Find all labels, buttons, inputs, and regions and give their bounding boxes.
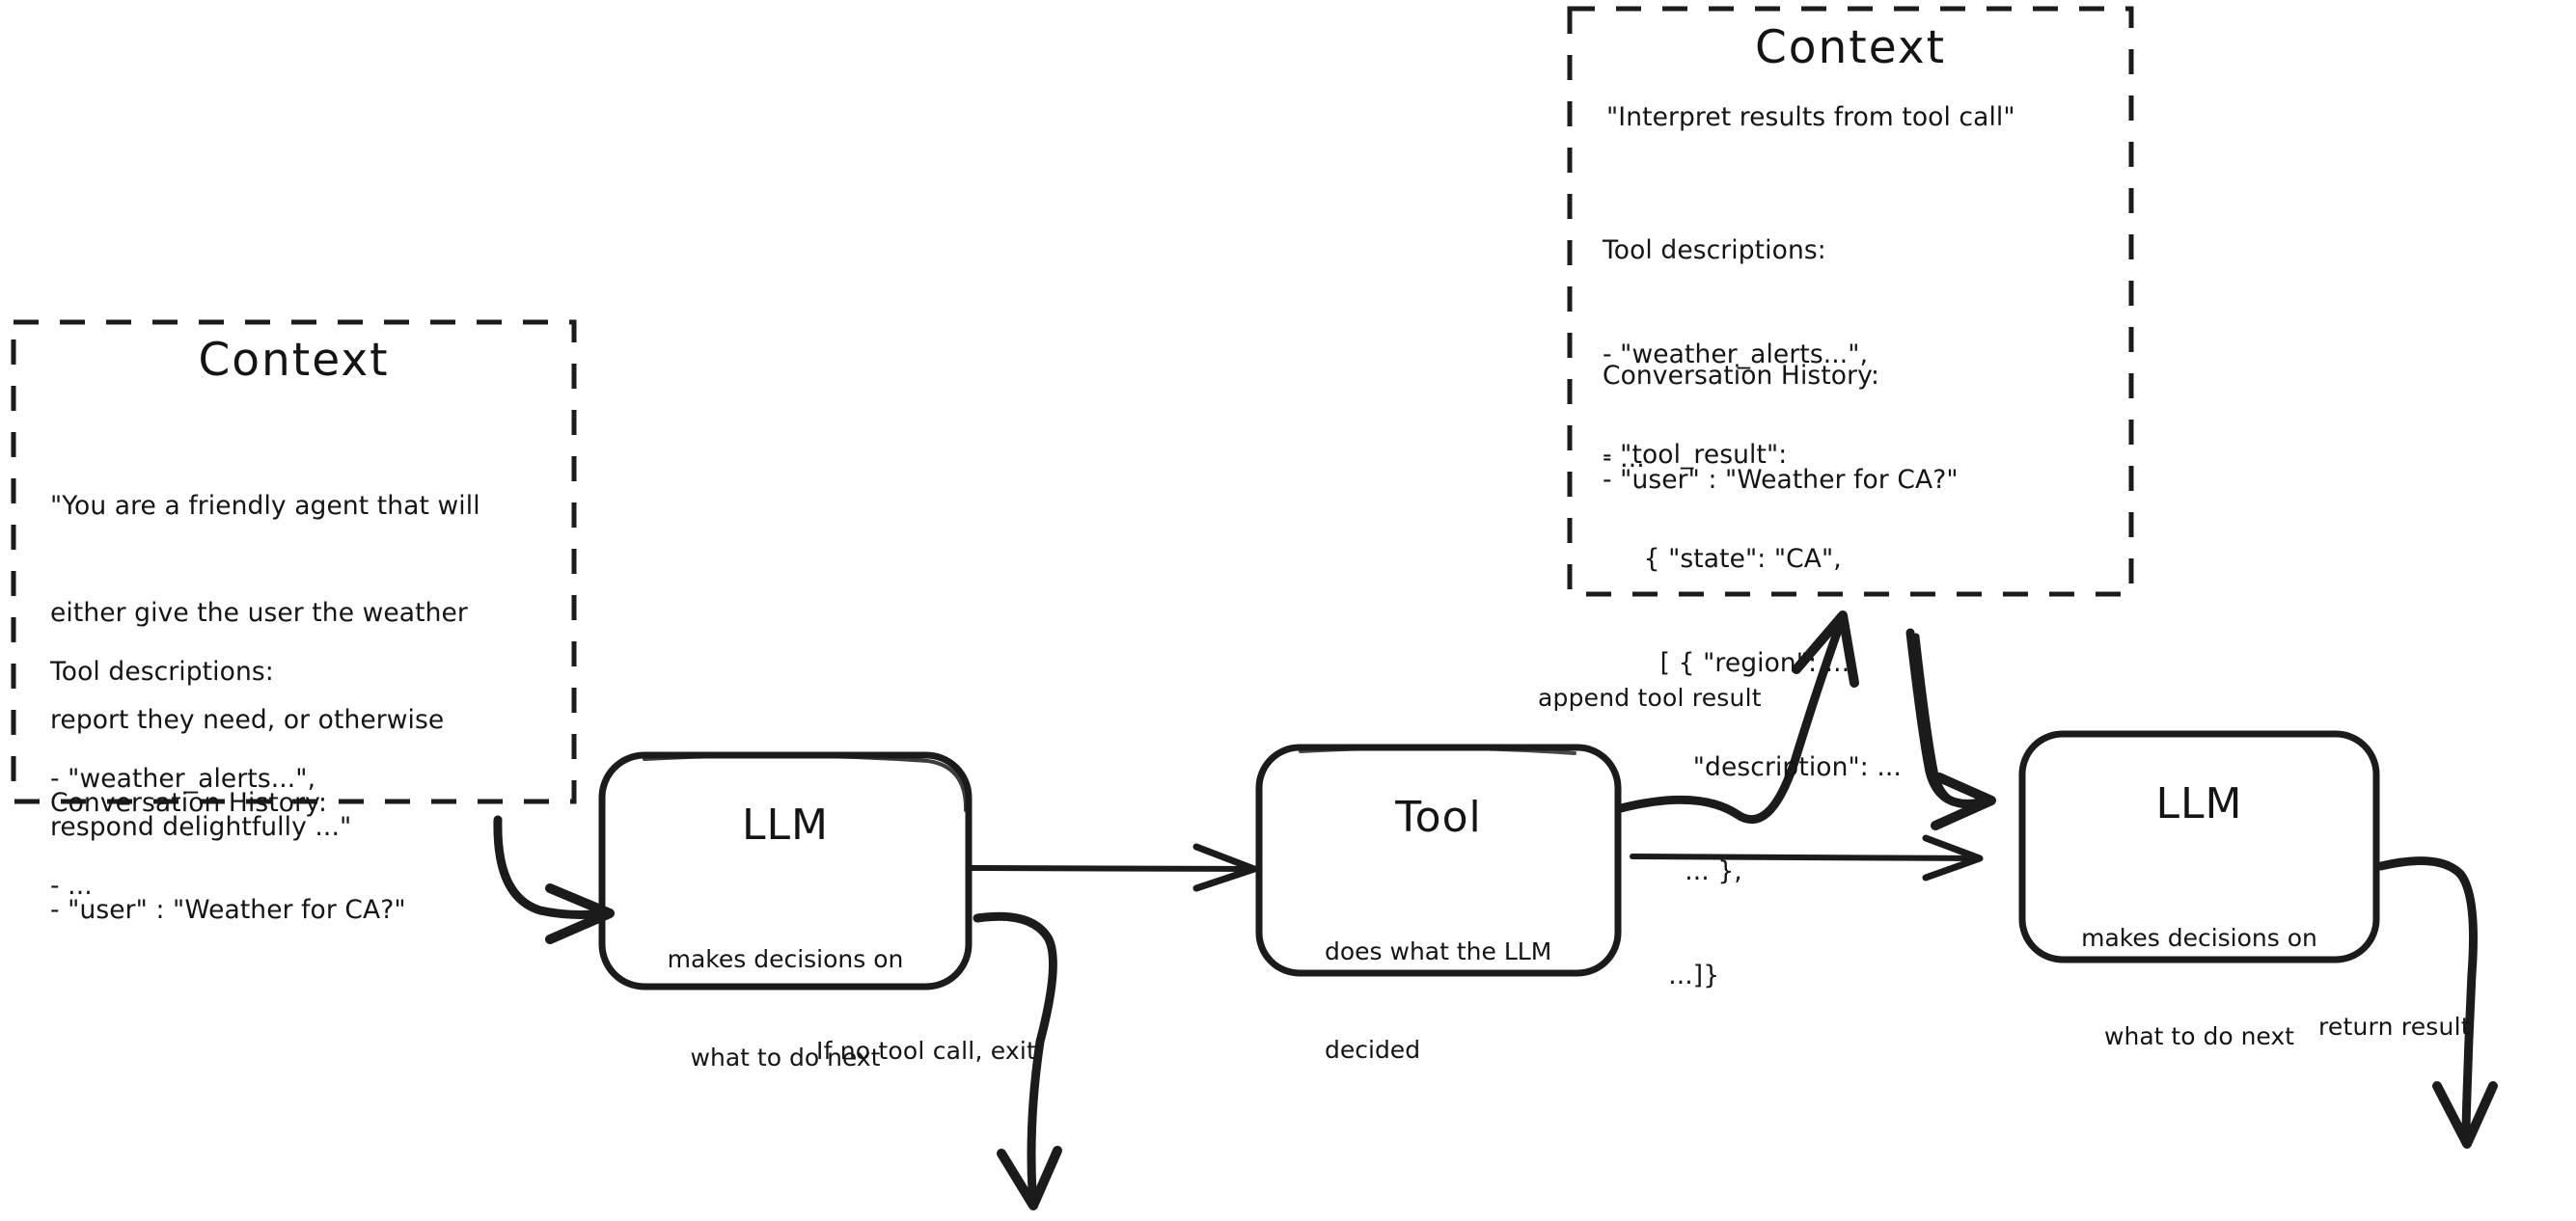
llm-second-outline: [2018, 730, 2380, 963]
edge-llm2-return-line: [2376, 856, 2478, 1133]
llm-second-subtitle-line-1: makes decisions on: [2081, 924, 2317, 952]
context-right-tool-result: - "tool_result": { "state": "CA", [ { "r…: [1603, 368, 2124, 1063]
context-right-tool-result-line-5: ...]}: [1603, 961, 1720, 990]
context-right-tool-result-line-3: "description": ...: [1603, 752, 1902, 782]
edge-context-to-llm-line: [493, 815, 611, 919]
context-right-instruction: "Interpret results from tool call": [1606, 102, 2015, 132]
context-right-conversation-history: Conversation History: - "user" : "Weathe…: [1603, 289, 2124, 567]
edge-label-if-no-tool-call-exit: If no tool call, exit: [816, 1037, 1037, 1065]
llm-first-subtitle-line-1: makes decisions on: [667, 945, 904, 973]
llm-first-outline-sketch: [643, 753, 969, 812]
edge-llm2-return-arrowhead: [2432, 1081, 2498, 1149]
edge-context-to-llm-arrowhead: [545, 883, 615, 944]
edge-llm-exit-arrowhead: [997, 1146, 1062, 1210]
context-left-conversation-history: Conversation History: - "user" : "Weathe…: [50, 714, 562, 999]
edge-label-return-result: return result: [2318, 1013, 2471, 1041]
tool-subtitle: does what the LLM decided: [1259, 870, 1618, 1132]
context-left-prompt-line-4: respond delightfully ...": [50, 812, 352, 842]
context-left-tools-line-2: - ...: [50, 871, 93, 901]
context-right-tool-result-line-4: ... },: [1603, 856, 1742, 886]
context-left-history-line-1: - "user" : "Weather for CA?": [50, 895, 406, 925]
tool-outline-sketch: [1299, 746, 1576, 755]
llm-second-subtitle: makes decisions on what to do next: [2022, 856, 2376, 1119]
edge-llm-to-tool-arrowhead: [1192, 843, 1258, 892]
context-right-tools-heading: Tool descriptions:: [1603, 235, 1826, 265]
context-box-right-outline: [1567, 6, 2134, 597]
edge-tool-to-llm2-arrowhead: [1922, 834, 1984, 882]
tool-subtitle-line-2: decided: [1325, 1036, 1421, 1064]
edge-tool-to-llm2-line: [1630, 854, 1979, 861]
edge-llm-exit-line: [973, 911, 1057, 1197]
context-right-tool-result-heading: - "tool_result":: [1603, 440, 1788, 470]
context-right-history-line-1: - "user" : "Weather for CA?": [1603, 465, 1959, 495]
context-right-tool-descriptions: Tool descriptions: - "weather_alerts..."…: [1603, 164, 2124, 546]
context-right-tools-line-1: - "weather_alerts...",: [1603, 339, 1869, 369]
context-left-tools-line-1: - "weather_alerts...",: [50, 764, 316, 794]
llm-first-subtitle: makes decisions on what to do next: [602, 878, 969, 1140]
edge-llm-to-tool-line: [967, 865, 1251, 872]
context-left-prompt-line-1: "You are a friendly agent that will: [50, 491, 480, 521]
context-right-tool-result-line-2: [ { "region": ...: [1603, 648, 1850, 678]
context-left-history-heading: Conversation History:: [50, 788, 328, 818]
llm-first-title: LLM: [742, 800, 829, 850]
edge-tool-append-line: [1616, 617, 1846, 825]
context-left-system-prompt: "You are a friendly agent that will eith…: [50, 417, 562, 916]
context-left-heading: Context: [198, 334, 390, 387]
context-left-prompt-line-2: either give the user the weather: [50, 598, 468, 628]
context-left-tool-descriptions: Tool descriptions: - "weather_alerts..."…: [50, 583, 562, 975]
llm-second-subtitle-line-2: what to do next: [2104, 1022, 2294, 1050]
edge-tool-append-arrowhead: [1792, 610, 1859, 688]
edge-context2-to-llm2-line-sketch: [1912, 633, 1987, 809]
context-right-tools-line-2: - ...: [1603, 444, 1645, 474]
tool-title: Tool: [1395, 793, 1482, 842]
context-right-tool-result-line-1: { "state": "CA",: [1603, 544, 1842, 574]
context-left-tools-heading: Tool descriptions:: [50, 657, 274, 687]
edge-label-append-tool-result: append tool result: [1538, 684, 1762, 712]
context-right-history-heading: Conversation History:: [1603, 361, 1880, 391]
context-left-prompt-line-3: report they need, or otherwise: [50, 705, 445, 735]
llm-first-subtitle-line-2: what to do next: [690, 1044, 881, 1072]
context-right-heading: Context: [1754, 21, 1947, 74]
edge-context2-to-llm2-arrowhead: [1931, 773, 1996, 830]
tool-subtitle-line-1: does what the LLM: [1325, 937, 1552, 965]
llm-second-title: LLM: [2155, 779, 2243, 828]
context-box-left-outline: [11, 319, 577, 804]
